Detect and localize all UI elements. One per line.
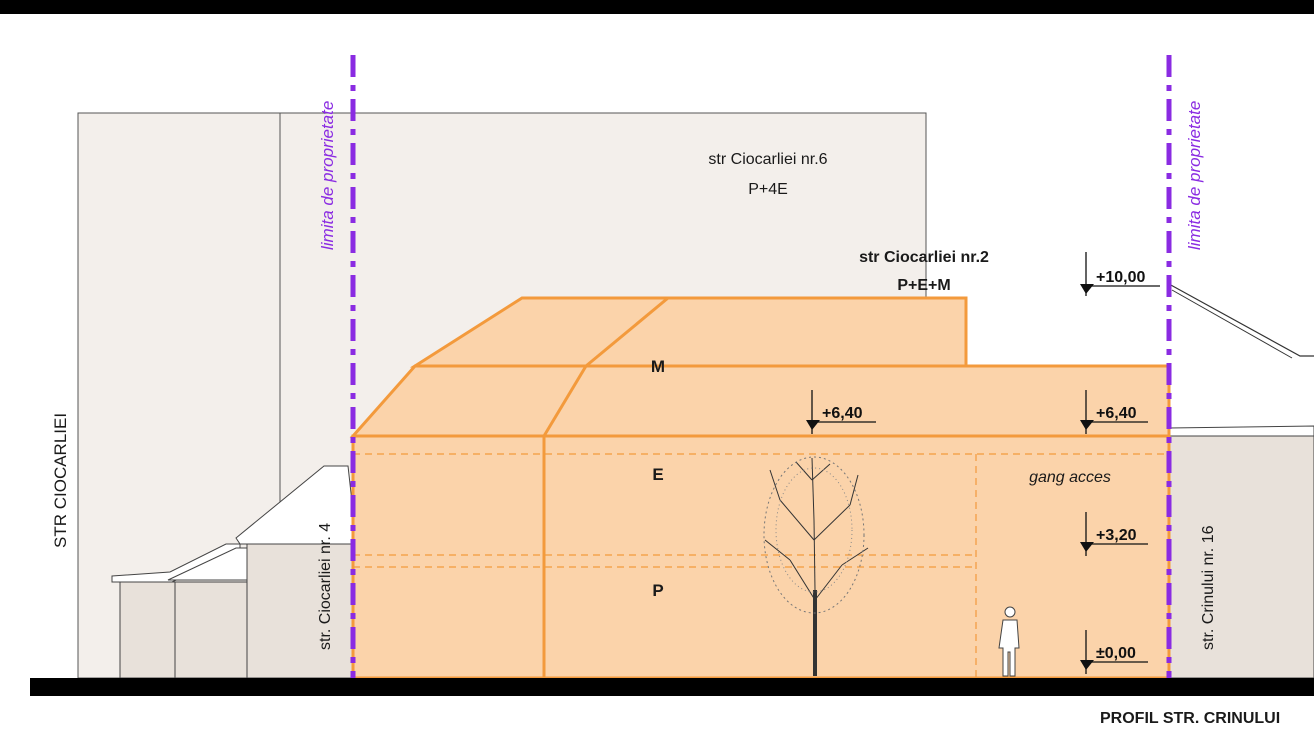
neighbor-right-label: str. Crinului nr. 16 — [1200, 525, 1217, 650]
neighbor-right-eave — [1168, 425, 1314, 437]
level-marker-640-a: +6,40 — [806, 390, 876, 434]
roof-hip-line-2 — [585, 296, 669, 368]
level-label-10: +10,00 — [1096, 269, 1145, 286]
level-label-640-b: +6,40 — [1096, 405, 1137, 422]
neighbor-left-roof-1 — [111, 543, 241, 583]
floor-p-label: P — [652, 581, 663, 600]
back-building-name: str Ciocarliei nr.6 — [708, 151, 827, 168]
level-marker-000: ±0,00 — [1080, 630, 1148, 674]
main-building-name: str Ciocarliei nr.2 — [859, 249, 989, 266]
neighbor-right-roof-line — [1168, 283, 1314, 357]
neighbor-left-shed-2 — [174, 581, 248, 679]
level-label-000: ±0,00 — [1096, 645, 1136, 662]
footer-title: PROFIL STR. CRINULUI — [1100, 710, 1280, 727]
back-building-height: P+4E — [748, 181, 788, 198]
level-marker-320: +3,20 — [1080, 512, 1148, 556]
level-label-320: +3,20 — [1096, 527, 1137, 544]
level-marker-10: +10,00 — [1080, 252, 1160, 296]
floor-e-label: E — [652, 465, 663, 484]
ground-line — [30, 678, 1314, 696]
tree-icon — [763, 456, 869, 676]
top-frame-bar — [0, 0, 1314, 14]
mansard-lower-volume — [349, 364, 1171, 438]
limit-left-label: limita de proprietate — [318, 101, 337, 250]
person-icon — [998, 606, 1020, 677]
neighbor-left-label: str. Ciocarliei nr. 4 — [317, 523, 334, 650]
neighbor-left-house — [246, 543, 354, 679]
limit-right-label: limita de proprietate — [1185, 101, 1204, 250]
floor-m-label: M — [651, 357, 665, 376]
main-volume — [351, 434, 1171, 680]
neighbor-left-shed-1 — [119, 581, 176, 679]
street-left-label: STR CIOCARLIEI — [51, 413, 70, 548]
neighbor-right-roof-line-2 — [1171, 289, 1293, 359]
roof-hip-line-1 — [542, 365, 588, 437]
level-marker-640-b: +6,40 — [1080, 390, 1148, 434]
level-label-640-a: +6,40 — [822, 405, 863, 422]
proposed-building — [349, 296, 1171, 680]
main-building-height: P+E+M — [897, 277, 950, 294]
neighbor-right-house — [1168, 429, 1314, 679]
passage-label: gang acces — [1029, 469, 1111, 486]
